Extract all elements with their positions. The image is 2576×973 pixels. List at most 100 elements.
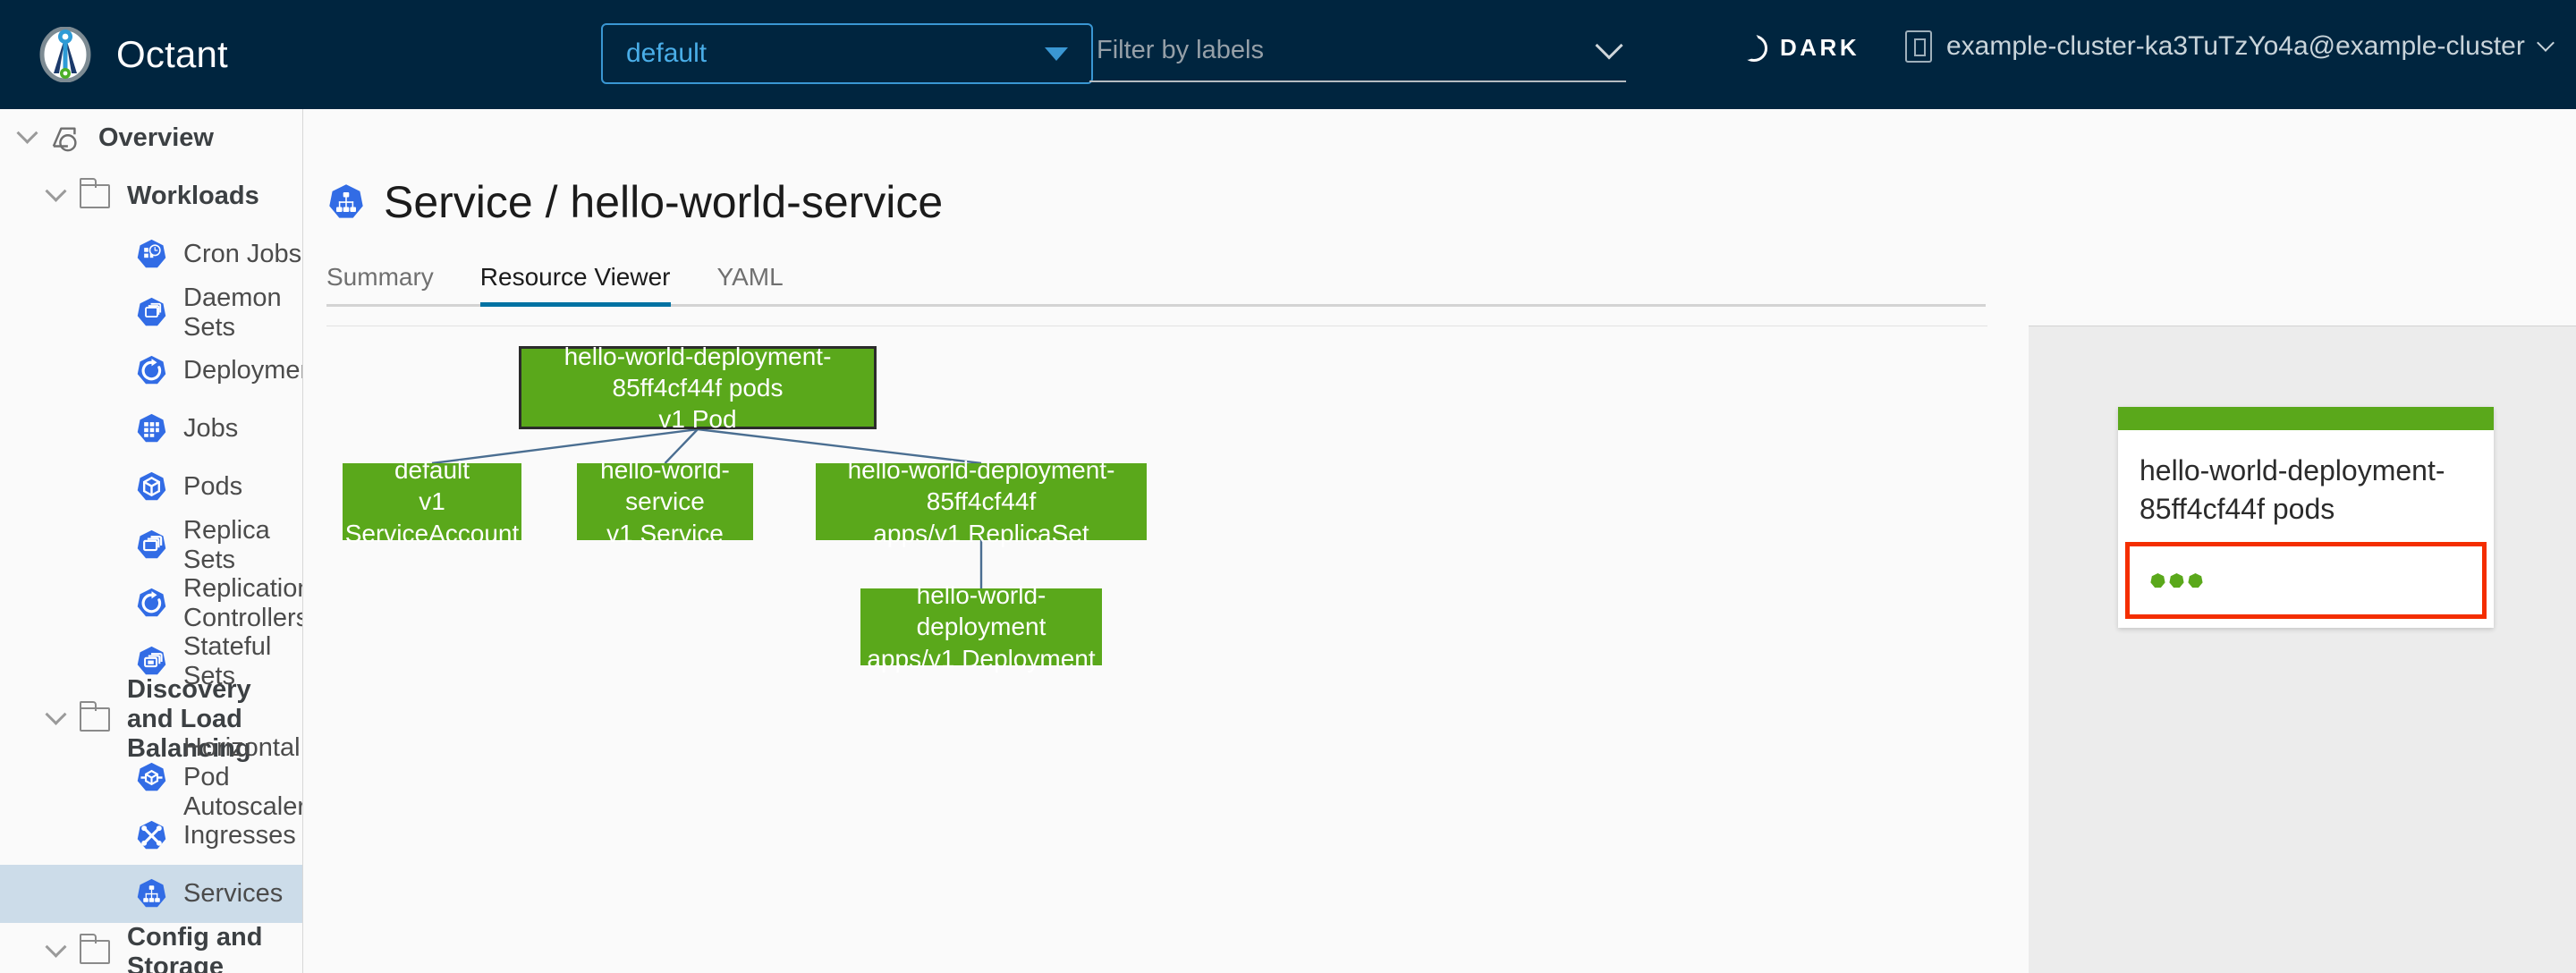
graph-node-kind: v1 Service xyxy=(606,519,724,547)
k8s-pod-icon xyxy=(130,470,173,503)
sidebar-item-replica-sets[interactable]: Replica Sets xyxy=(0,516,302,574)
graph-edge-pod-sa xyxy=(431,427,699,465)
k8s-job-icon xyxy=(130,412,173,445)
chevron-down-icon[interactable] xyxy=(38,703,73,727)
k8s-service-icon xyxy=(130,877,173,910)
status-dot-group xyxy=(2149,572,2204,589)
sidebar-item-replication-controllers[interactable]: Replication Controllers xyxy=(0,574,302,632)
graph-edges xyxy=(431,427,983,588)
sidebar-item-label: Daemon Sets xyxy=(183,283,282,342)
namespace-select[interactable]: default xyxy=(601,23,1093,84)
theme-toggle-label: DARK xyxy=(1780,34,1860,61)
tab-summary[interactable]: Summary xyxy=(326,263,434,291)
sidebar-item-label: Workloads xyxy=(127,182,259,210)
k8s-cronjob-icon xyxy=(130,238,173,271)
graph-node-name: hello-world-deployment-85ff4cf44f pods xyxy=(564,342,832,402)
k8s-daemonset-icon xyxy=(130,296,173,329)
graph-node-name: hello-world-deployment xyxy=(916,581,1046,641)
sidebar-item-deployments[interactable]: Deployments xyxy=(0,342,302,400)
tab-yaml[interactable]: YAML xyxy=(716,263,784,291)
k8s-hpa-icon xyxy=(130,761,173,794)
k8s-rs-icon xyxy=(130,529,173,562)
moon-icon xyxy=(1741,34,1767,62)
sidebar-item-label: Jobs xyxy=(183,414,239,443)
main-content: Service / hello-world-service Summary Res… xyxy=(304,109,2576,973)
sidebar-item-label: Cron Jobs xyxy=(183,240,302,268)
overview-icon xyxy=(45,124,88,153)
sidebar-item-label: Ingresses xyxy=(183,821,296,850)
chevron-down-icon[interactable] xyxy=(9,122,45,146)
chevron-down-icon xyxy=(1045,47,1068,61)
graph-node-kind: v1 Pod xyxy=(658,405,737,434)
sidebar-item-ingresses[interactable]: Ingresses xyxy=(0,807,302,865)
sidebar-item-discovery-and-load-balancing[interactable]: Discovery and Load Balancing xyxy=(0,675,302,763)
chevron-down-icon[interactable] xyxy=(1595,31,1623,60)
chevron-down-icon xyxy=(2536,34,2555,52)
graph-node-pod[interactable]: hello-world-deployment-85ff4cf44f pods v1… xyxy=(519,343,877,433)
chevron-down-icon[interactable] xyxy=(38,935,73,960)
graph-edge-pod-rs xyxy=(697,427,982,465)
graph-node-rs[interactable]: hello-world-deployment-85ff4cf44f apps/v1… xyxy=(816,456,1147,547)
graph-node-name: hello-world-deployment-85ff4cf44f xyxy=(847,456,1115,516)
sidebar-item-workloads[interactable]: Workloads xyxy=(0,167,302,225)
app-name: Octant xyxy=(116,33,228,75)
sidebar-item-label: Services xyxy=(183,879,284,908)
sidebar-item-horizontal-pod-autoscalers[interactable]: Horizontal Pod Autoscalers xyxy=(0,733,302,821)
card-status-box xyxy=(2125,542,2487,620)
folder-icon xyxy=(73,701,116,732)
sidebar-item-overview[interactable]: Overview xyxy=(0,109,302,167)
sidebar-item-pods[interactable]: Pods xyxy=(0,458,302,516)
k8s-deploy-icon xyxy=(130,354,173,387)
status-ok-icon[interactable] xyxy=(2187,572,2204,589)
detail-panel: hello-world-deployment-85ff4cf44f pods xyxy=(2029,326,2576,973)
cluster-switcher[interactable]: example-cluster-ka3TuTzYo4a@example-clus… xyxy=(1905,30,2555,63)
sidebar-item-label: Overview xyxy=(98,123,214,152)
top-bar: Octant default Filter by labels DARK exa… xyxy=(0,0,2576,109)
tab-bar: Summary Resource Viewer YAML xyxy=(326,257,1986,307)
sidebar-item-label: Deployments xyxy=(183,356,302,385)
label-filter-placeholder: Filter by labels xyxy=(1097,35,1264,64)
brand[interactable]: Octant xyxy=(38,26,228,83)
k8s-sts-icon xyxy=(130,645,173,678)
sidebar-item-label: Discovery and Load Balancing xyxy=(127,675,251,763)
sidebar-item-label: Replica Sets xyxy=(183,515,270,574)
sidebar-item-cron-jobs[interactable]: Cron Jobs xyxy=(0,225,302,283)
graph-node-kind: apps/v1 Deployment xyxy=(867,644,1096,673)
sidebar-item-label: Config and Storage xyxy=(127,922,263,973)
graph-node-svc[interactable]: hello-world-service v1 Service xyxy=(577,456,753,547)
sidebar-item-config-and-storage[interactable]: Config and Storage xyxy=(0,923,302,973)
sidebar-item-daemon-sets[interactable]: Daemon Sets xyxy=(0,283,302,342)
status-ok-icon[interactable] xyxy=(2149,572,2166,589)
resource-card[interactable]: hello-world-deployment-85ff4cf44f pods xyxy=(2118,407,2494,629)
theme-toggle-button[interactable]: DARK xyxy=(1741,34,1860,62)
sidebar-item-services[interactable]: Services xyxy=(0,865,302,923)
label-filter-input[interactable]: Filter by labels xyxy=(1089,27,1626,82)
folder-icon xyxy=(73,178,116,208)
sidebar-item-label: Stateful Sets xyxy=(183,631,272,690)
cluster-name: example-cluster-ka3TuTzYo4a@example-clus… xyxy=(1946,31,2525,61)
tab-resource-viewer[interactable]: Resource Viewer xyxy=(479,263,671,307)
graph-node-kind: v1 ServiceAccount xyxy=(344,487,520,547)
k8s-service-icon xyxy=(326,182,366,222)
status-ok-icon[interactable] xyxy=(2168,572,2185,589)
graph-node-name: hello-world-service xyxy=(600,456,730,516)
chevron-down-icon[interactable] xyxy=(38,180,73,204)
folder-icon xyxy=(73,934,116,964)
page-title-text: Service / hello-world-service xyxy=(384,177,944,227)
graph-edge-pod-svc xyxy=(664,428,699,464)
card-title: hello-world-deployment-85ff4cf44f pods xyxy=(2140,454,2445,525)
k8s-ingress-icon xyxy=(130,819,173,852)
namespace-value: default xyxy=(626,38,708,68)
sidebar-item-label: Horizontal Pod Autoscalers xyxy=(183,733,302,821)
graph-node-kind: apps/v1 ReplicaSet xyxy=(873,519,1089,547)
k8s-rc-icon xyxy=(130,587,173,620)
server-icon xyxy=(1905,30,1932,63)
graph-nodes: hello-world-deployment-85ff4cf44f pods v1… xyxy=(326,326,1987,973)
sidebar-item-jobs[interactable]: Jobs xyxy=(0,400,302,458)
graph-node-dep[interactable]: hello-world-deployment apps/v1 Deployment xyxy=(860,581,1102,673)
sidebar-item-label: Pods xyxy=(183,472,243,501)
resource-viewer-canvas[interactable]: hello-world-deployment-85ff4cf44f pods v1… xyxy=(326,326,1987,973)
sidebar-item-stateful-sets[interactable]: Stateful Sets xyxy=(0,632,302,690)
